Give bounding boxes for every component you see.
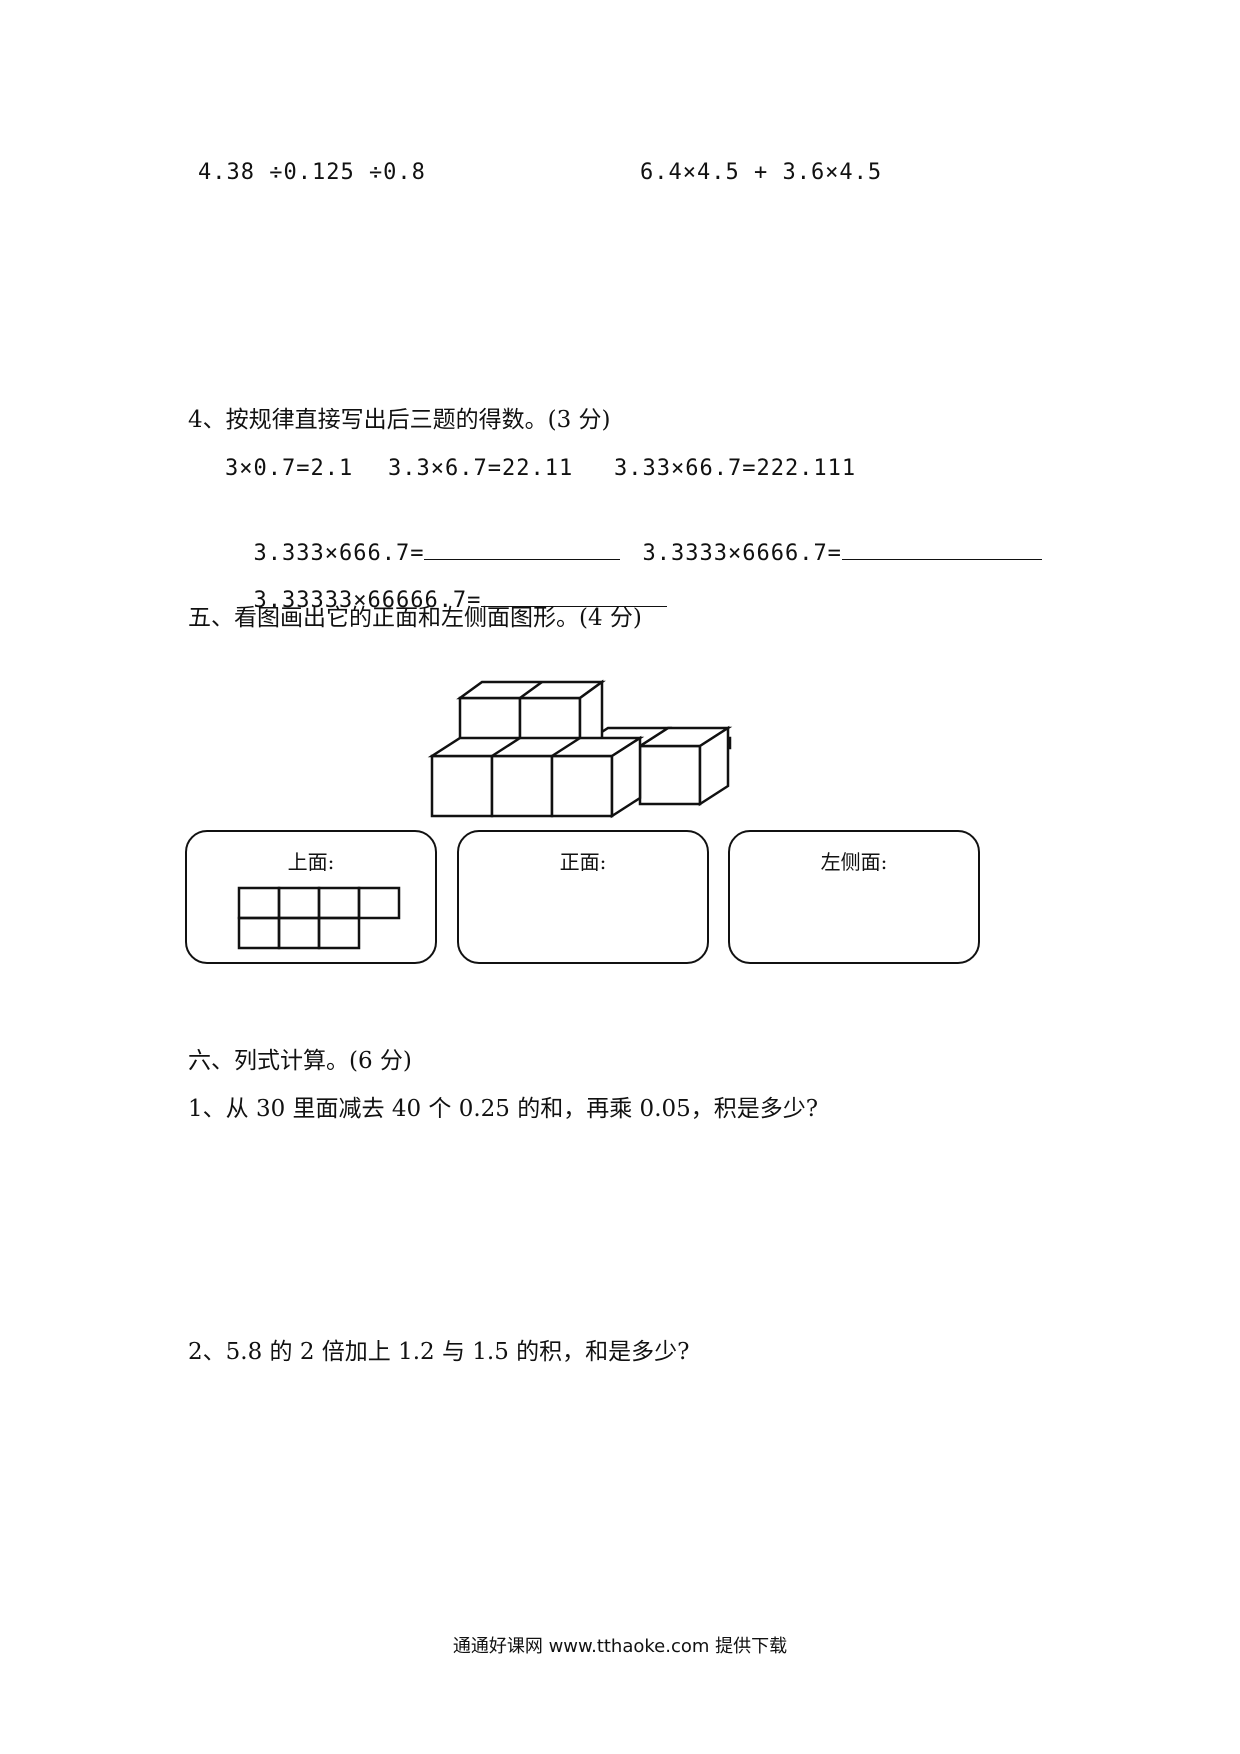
q4-ask-2-expr: 3.3333×6666.7=: [642, 541, 842, 566]
cube-back-right-side: [698, 725, 730, 807]
q4-given-1: 3×0.7=2.1: [225, 456, 354, 481]
q4-ask-3: 3.33333×66666.7=: [225, 556, 668, 616]
section5-title: 五、看图画出它的正面和左侧面图形。(4 分): [188, 605, 642, 631]
cube-front-2: [490, 754, 554, 818]
left-view-box[interactable]: 左侧面:: [728, 830, 980, 964]
calc-expression-1: 4.38 ÷0.125 ÷0.8: [198, 160, 426, 185]
cube-back-right-face: [638, 744, 702, 806]
cube-front-side: [610, 735, 642, 819]
cube-stack-figure: [427, 679, 733, 819]
front-view-label: 正面:: [559, 850, 607, 874]
q4-ask-1: 3.333×666.7=: [225, 509, 621, 569]
left-view-label: 左侧面:: [820, 850, 888, 874]
q4-title: 4、按规律直接写出后三题的得数。(3 分): [188, 407, 611, 433]
q4-ask-1-expr: 3.333×666.7=: [253, 541, 425, 566]
cube-front-1: [430, 754, 494, 818]
q4-given-2: 3.3×6.7=22.11: [388, 456, 574, 481]
top-view-box: 上面:: [185, 830, 437, 964]
footer-source: 通通好课网 www.tthaoke.com 提供下载: [452, 1636, 788, 1657]
section6-question-2: 2、5.8 的 2 倍加上 1.2 与 1.5 的积，和是多少?: [188, 1339, 690, 1365]
calc-expression-2: 6.4×4.5 + 3.6×4.5: [640, 160, 883, 185]
section6-question-1: 1、从 30 里面减去 40 个 0.25 的和，再乘 0.05，积是多少?: [188, 1096, 819, 1122]
answer-blank-2[interactable]: [841, 558, 1042, 560]
section6-title: 六、列式计算。(6 分): [188, 1048, 412, 1074]
cube-front-top: [427, 736, 645, 758]
answer-blank-3[interactable]: [481, 605, 668, 607]
top-view-grid: [237, 886, 401, 950]
top-view-label: 上面:: [287, 850, 335, 874]
cube-front-3: [550, 754, 614, 818]
answer-blank-1[interactable]: [424, 558, 621, 560]
front-view-box[interactable]: 正面:: [457, 830, 709, 964]
q4-given-3: 3.33×66.7=222.111: [614, 456, 857, 481]
q4-ask-3-expr: 3.33333×66666.7=: [253, 588, 482, 613]
q4-ask-2: 3.3333×6666.7=: [614, 509, 1042, 569]
